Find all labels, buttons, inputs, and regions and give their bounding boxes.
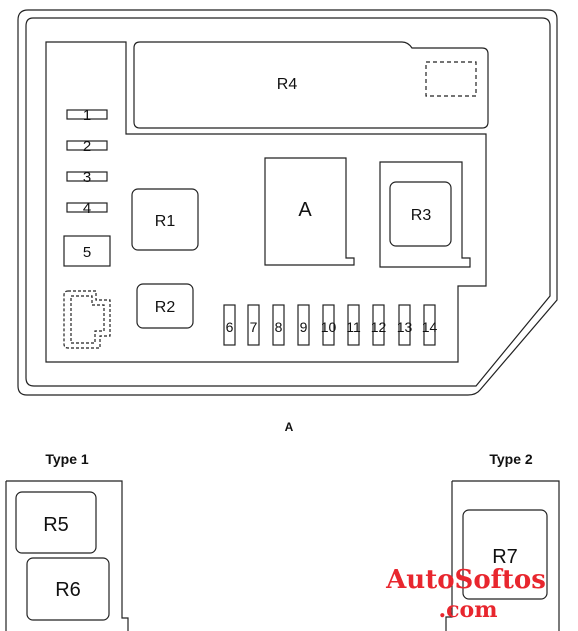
dashed-connector	[63, 290, 111, 349]
relay-r5-label: R5	[43, 514, 69, 536]
fuse-4-label: 4	[83, 200, 91, 217]
fuse-11-label: 11	[346, 319, 361, 335]
housing-inner	[25, 17, 551, 387]
fuse-14	[423, 304, 436, 346]
block-a-label: A	[298, 199, 312, 221]
relay-r1-box	[131, 188, 199, 251]
relay-r5-box	[15, 491, 97, 554]
type2-holder	[445, 480, 560, 631]
fuse-8	[272, 304, 285, 346]
type1-title: Type 1	[45, 451, 89, 467]
fuse-6	[223, 304, 236, 346]
relay-r1-label: R1	[155, 213, 176, 230]
relay-r3-holder	[379, 161, 471, 268]
fuse-6-label: 6	[226, 319, 234, 335]
fuse-13	[398, 304, 411, 346]
fuse-10-label: 10	[321, 319, 337, 335]
watermark-domain: .com	[438, 597, 497, 623]
fuse-11	[347, 304, 360, 346]
fuse-3	[66, 171, 108, 182]
watermark-text: AutoSoftos	[385, 565, 546, 595]
relay-r6-box	[26, 557, 110, 621]
housing-outer	[17, 9, 558, 396]
diagram-caption: A	[285, 420, 294, 434]
block-a-box	[264, 157, 355, 266]
type1-holder	[5, 480, 129, 631]
type2-title: Type 2	[489, 451, 533, 467]
fuse-1-label: 1	[83, 107, 91, 124]
panel-outline	[45, 41, 487, 363]
relay-r4-label: R4	[277, 76, 298, 93]
fuse-8-label: 8	[275, 319, 283, 335]
relay-r2-label: R2	[155, 299, 176, 316]
fuse-1	[66, 109, 108, 120]
fuse-3-label: 3	[83, 169, 91, 186]
fuse-2	[66, 140, 108, 151]
dashed-connector-inner	[70, 295, 105, 344]
fuse-12	[372, 304, 385, 346]
fuse-4	[66, 202, 108, 213]
fuse-7	[247, 304, 260, 346]
relay-r7-box	[462, 509, 548, 600]
fuse-7-label: 7	[250, 319, 258, 335]
relay-r6-label: R6	[55, 579, 81, 601]
fuse-5	[63, 235, 111, 267]
relay-r4-box	[133, 41, 489, 129]
fuse-9	[297, 304, 310, 346]
fuse-10	[322, 304, 335, 346]
relay-r2-box	[136, 283, 194, 329]
fuse-row	[223, 304, 436, 346]
relay-r3-box	[389, 181, 452, 247]
relay-r3-label: R3	[411, 207, 432, 224]
fuse-5-label: 5	[83, 244, 91, 261]
fuse-9-label: 9	[300, 319, 308, 335]
fuse-2-label: 2	[83, 138, 91, 155]
relay-r4-dashed-slot	[425, 61, 477, 97]
relay-r7-label: R7	[492, 546, 518, 568]
fuse-13-label: 13	[397, 319, 413, 335]
fuse-12-label: 12	[371, 319, 387, 335]
fuse-14-label: 14	[422, 319, 438, 335]
